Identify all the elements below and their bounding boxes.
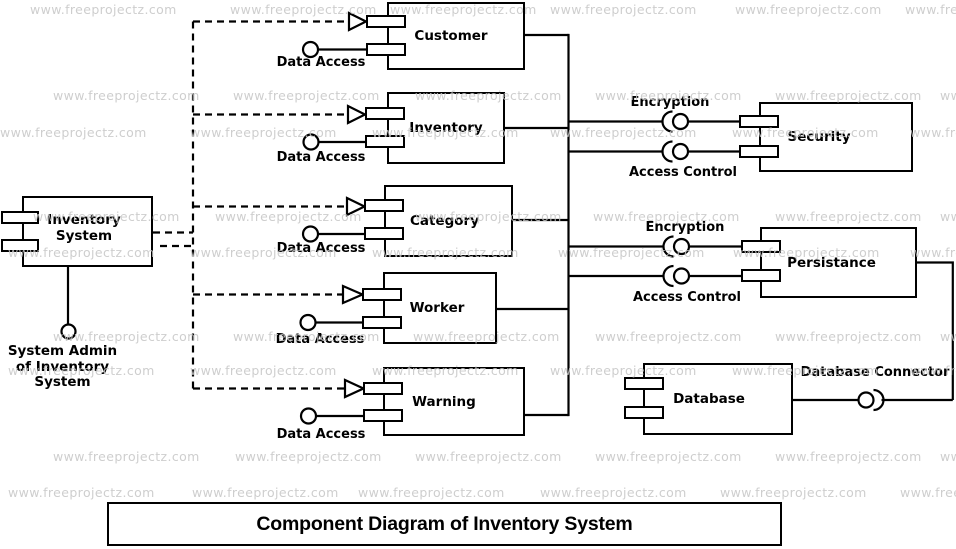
lollipop-warning-icon: [299, 407, 318, 425]
worker-label: Worker: [409, 300, 465, 316]
data-access-label-category: Data Access: [276, 241, 366, 256]
component-inventory-system: Inventory System: [22, 196, 153, 267]
ball-encryption-security-icon: [671, 112, 690, 131]
component-tab-icon: [739, 145, 779, 158]
inventory-system-label: Inventory System: [47, 212, 121, 244]
component-tab-icon: [1, 211, 39, 224]
socket-access-control-persistance-icon: [662, 264, 674, 288]
diagram-title-box: Component Diagram of Inventory System: [107, 502, 782, 546]
component-tab-icon: [363, 382, 403, 395]
component-tab-icon: [1, 239, 39, 252]
component-tab-icon: [741, 240, 781, 253]
component-tab-icon: [366, 43, 406, 56]
component-tab-icon: [362, 288, 402, 301]
encryption-label-persistance: Encryption: [645, 220, 725, 235]
inventory-label: Inventory: [409, 120, 483, 136]
component-category: Category: [384, 185, 513, 257]
socket-database-connector-icon: [873, 388, 885, 412]
component-worker: Worker: [383, 272, 497, 344]
ball-access-control-security-icon: [671, 142, 690, 161]
component-tab-icon: [362, 316, 402, 329]
warning-label: Warning: [412, 393, 476, 410]
ball-database-connector-icon: [857, 391, 875, 409]
access-control-label-persistance: Access Control: [632, 290, 742, 305]
component-tab-icon: [364, 199, 404, 212]
component-tab-icon: [739, 115, 779, 128]
realization-arrow-category-icon: [345, 196, 368, 217]
realization-arrow-customer-icon: [347, 11, 369, 32]
category-label: Category: [409, 213, 480, 229]
data-access-label-worker: Data Access: [275, 332, 365, 347]
database-connector-label: Database Connector: [800, 365, 950, 380]
component-tab-icon: [364, 227, 404, 240]
actor-lollipop-icon: [60, 323, 77, 340]
diagram-title: Component Diagram of Inventory System: [256, 512, 633, 535]
lollipop-customer-icon: [301, 40, 320, 59]
socket-encryption-security-icon: [661, 110, 673, 133]
component-database: Database: [643, 363, 793, 435]
realization-arrow-worker-icon: [341, 284, 366, 305]
security-label: Security: [787, 129, 851, 145]
socket-encryption-persistance-icon: [662, 235, 674, 258]
customer-label: Customer: [414, 28, 488, 44]
lollipop-inventory-icon: [302, 133, 320, 151]
realization-arrow-warning-icon: [343, 378, 367, 399]
ball-access-control-persistance-icon: [672, 267, 691, 285]
component-persistance: Persistance: [760, 227, 917, 298]
encryption-label-security: Encryption: [630, 95, 710, 110]
actor-name-label: System Admin of Inventory System: [7, 343, 118, 390]
data-access-label-inventory: Data Access: [276, 150, 366, 165]
lollipop-worker-icon: [299, 313, 317, 332]
component-tab-icon: [624, 406, 664, 419]
component-security: Security: [759, 102, 913, 172]
persistance-label: Persistance: [787, 254, 876, 271]
database-label: Database: [673, 391, 745, 407]
access-control-label-security: Access Control: [628, 165, 738, 180]
persistance-database-line: [916, 261, 954, 400]
component-tab-icon: [365, 107, 405, 120]
component-tab-icon: [741, 269, 781, 282]
component-tab-icon: [624, 377, 664, 390]
component-tab-icon: [363, 409, 403, 422]
data-access-label-warning: Data Access: [276, 427, 366, 442]
component-inventory: Inventory: [387, 92, 505, 164]
realization-arrow-inventory-icon: [346, 104, 368, 125]
component-warning: Warning: [383, 367, 525, 436]
ball-encryption-persistance-icon: [672, 237, 691, 256]
component-tab-icon: [366, 15, 406, 28]
socket-access-control-security-icon: [661, 140, 673, 163]
component-customer: Customer: [387, 2, 525, 70]
component-tab-icon: [365, 135, 405, 148]
data-access-label-customer: Data Access: [276, 55, 366, 70]
lollipop-category-icon: [301, 225, 320, 243]
